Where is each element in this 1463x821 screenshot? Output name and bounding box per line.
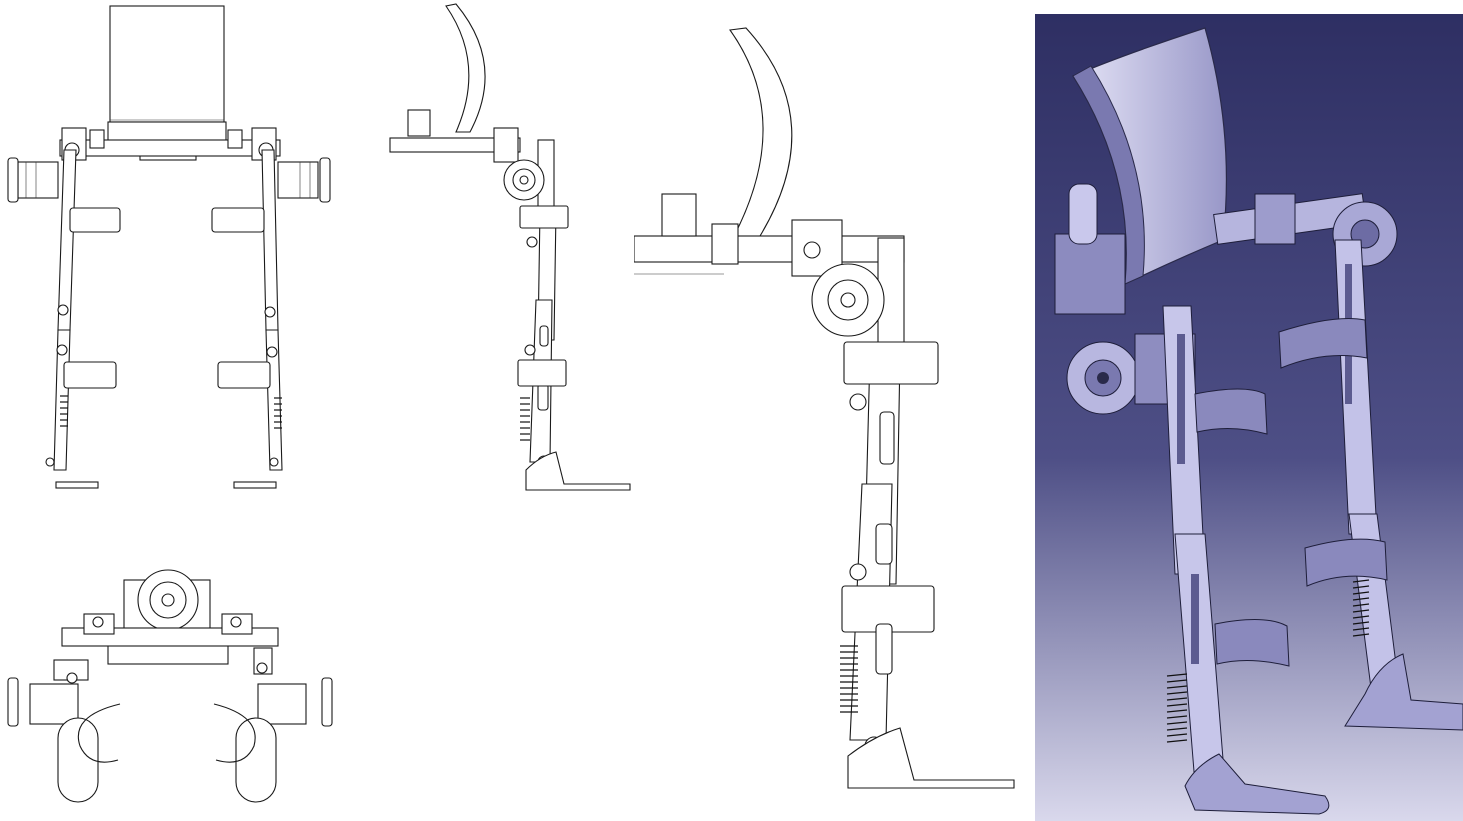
top-view <box>0 556 340 806</box>
side-view-enlarged <box>634 24 1024 794</box>
exoskeleton-top-view-icon <box>7 569 333 803</box>
exoskeleton-3d-render-icon <box>1035 14 1463 821</box>
side-view <box>380 0 640 500</box>
exoskeleton-side-view-icon <box>389 3 631 491</box>
exoskeleton-side-view-enlarged-icon <box>634 27 1015 789</box>
exoskeleton-front-view-icon <box>7 5 331 489</box>
front-view <box>0 0 340 500</box>
render-panel <box>1035 14 1463 821</box>
